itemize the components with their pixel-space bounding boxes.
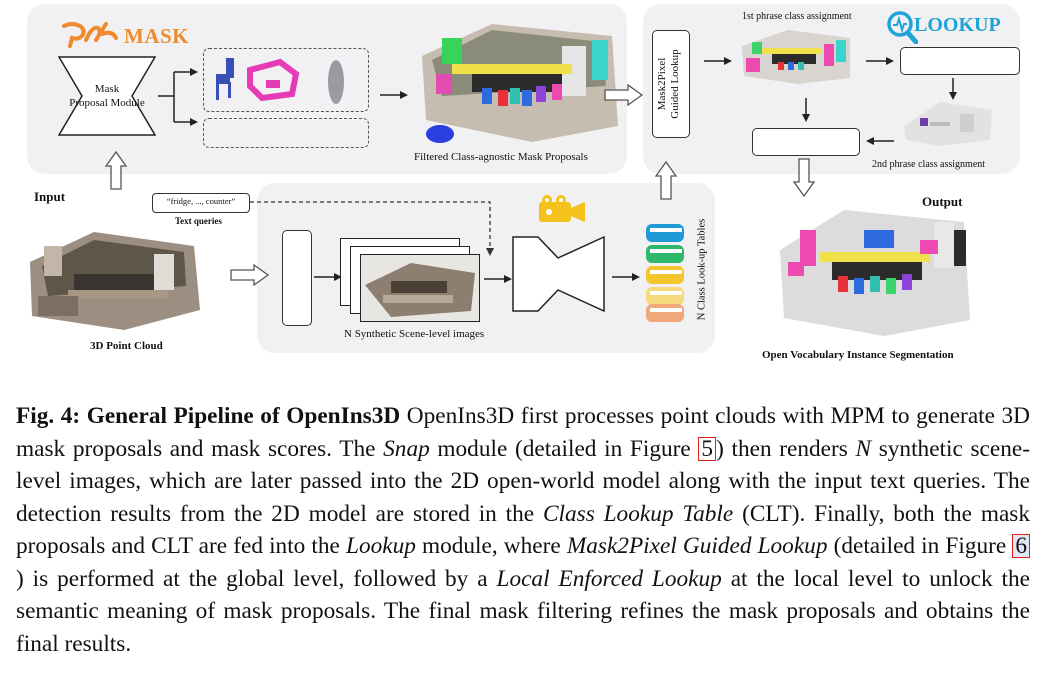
pipeline-figure: MASK Mask Proposal Module [24, 4, 1020, 361]
text-queries-label: Text queries [175, 216, 222, 226]
point-cloud-image [24, 226, 204, 334]
filtered-label: Filtered Class-agnostic Mask Proposals [414, 151, 588, 163]
caption-text: module (detailed in Figure [429, 435, 699, 462]
output-label: Output [922, 194, 963, 209]
figure-ref-link[interactable]: 6 [1012, 534, 1030, 558]
caption-m2p: Mask2Pixel Guided Lookup [566, 533, 828, 559]
first-phrase-scene [738, 26, 854, 86]
caption-text: (detailed in Figure [827, 533, 1013, 559]
arrow-left [866, 137, 894, 145]
arrow-to-clt [612, 273, 640, 281]
text-query-dashed-path [250, 201, 494, 256]
clt-label: N Class Look-up Tables [697, 210, 708, 330]
lookup-result-box-top [900, 47, 1020, 75]
branch-arrows [158, 68, 198, 126]
clt-text: N Class Look-up Tables [696, 218, 708, 321]
caption-title: General Pipeline of OpenIns3D [86, 403, 401, 429]
hollow-arrow-right [604, 84, 644, 106]
figure-caption: Fig. 4: General Pipeline of OpenIns3D Op… [16, 400, 1030, 660]
mask-proposals-box-empty [203, 118, 369, 148]
filtered-scene-image [412, 16, 622, 144]
caption-text: ) is performed at the global level, foll… [16, 565, 497, 592]
second-phrase-text: 2nd phrase class assignment [872, 159, 986, 170]
arrow-to-lookup-box [866, 57, 894, 65]
mask-proposal-module-label: Mask Proposal Module [69, 83, 145, 109]
arrow-to-filtered [380, 91, 408, 99]
arrow-to-images [314, 273, 342, 281]
caption-clt: Class Lookup Table [542, 500, 734, 527]
first-phrase-label: 1st phrase class assignment [742, 11, 852, 22]
lookup-logo-icon [886, 10, 919, 45]
input-label: Input [34, 189, 66, 204]
hollow-arrow-up [104, 150, 128, 190]
text-query-box [152, 193, 250, 213]
second-phrase-label: 2nd phrase class assignment [872, 159, 985, 170]
arrow-down-left [802, 98, 810, 122]
arrow-down-right [949, 78, 957, 100]
mask-proposal-module [57, 56, 157, 136]
synthetic-text: N Synthetic Scene-level images [344, 328, 485, 340]
mask-proposals-box [203, 48, 369, 112]
camera-icon [537, 194, 587, 224]
lookup-brand: LOOKUP [914, 14, 1001, 36]
figure-ref-link[interactable]: 5 [698, 436, 717, 461]
hollow-arrow-to-snap [230, 264, 270, 286]
output-scene [774, 200, 974, 340]
mask-logo-icon [62, 20, 120, 48]
snap-panel [257, 183, 715, 353]
synthetic-label: N Synthetic Scene-level images [344, 328, 484, 340]
caption-lel: Local Enforced Lookup [496, 565, 722, 592]
arrow-to-model [484, 275, 512, 283]
snap-renderer-box [282, 230, 312, 326]
mask-brand: MASK [124, 24, 189, 48]
point-cloud-label: 3D Point Cloud [90, 340, 163, 352]
text-query: “fridge, ..., counter” [166, 196, 236, 206]
mask2pixel-label: Mask2Pixel Guided Lookup [656, 49, 681, 119]
caption-text: (CLT). Finally, both the mask proposals … [16, 500, 1031, 560]
synthetic-image-stack [340, 238, 484, 324]
books-icon [644, 220, 686, 324]
hollow-arrow-down [792, 158, 816, 198]
output-caption: Open Vocabulary Instance Segmentation [762, 349, 954, 361]
caption-text: OpenIns3D first processes point clouds w… [16, 403, 1030, 462]
caption-n: N [855, 435, 872, 462]
open-world-2d-model [512, 235, 606, 313]
mask2pixel-box [652, 30, 690, 138]
arrow-to-first-phrase [704, 57, 732, 65]
caption-text: module, where [415, 533, 567, 559]
hollow-arrow-up-to-lookup [654, 160, 678, 200]
mask-proposal-shapes [216, 58, 344, 104]
caption-text: ) then renders [716, 435, 856, 462]
caption-snap: Snap [383, 435, 430, 462]
second-phrase-scene [900, 96, 996, 148]
lookup-result-box-bottom [752, 128, 860, 156]
caption-text: at the local level to unlock the semanti… [16, 565, 1030, 657]
caption-fig-label: Fig. 4: [16, 403, 81, 429]
first-phrase-text: 1st phrase class assignment [742, 11, 852, 22]
caption-lookup: Lookup [345, 533, 416, 559]
caption-text: synthetic scene-level images, which are … [16, 435, 1030, 527]
